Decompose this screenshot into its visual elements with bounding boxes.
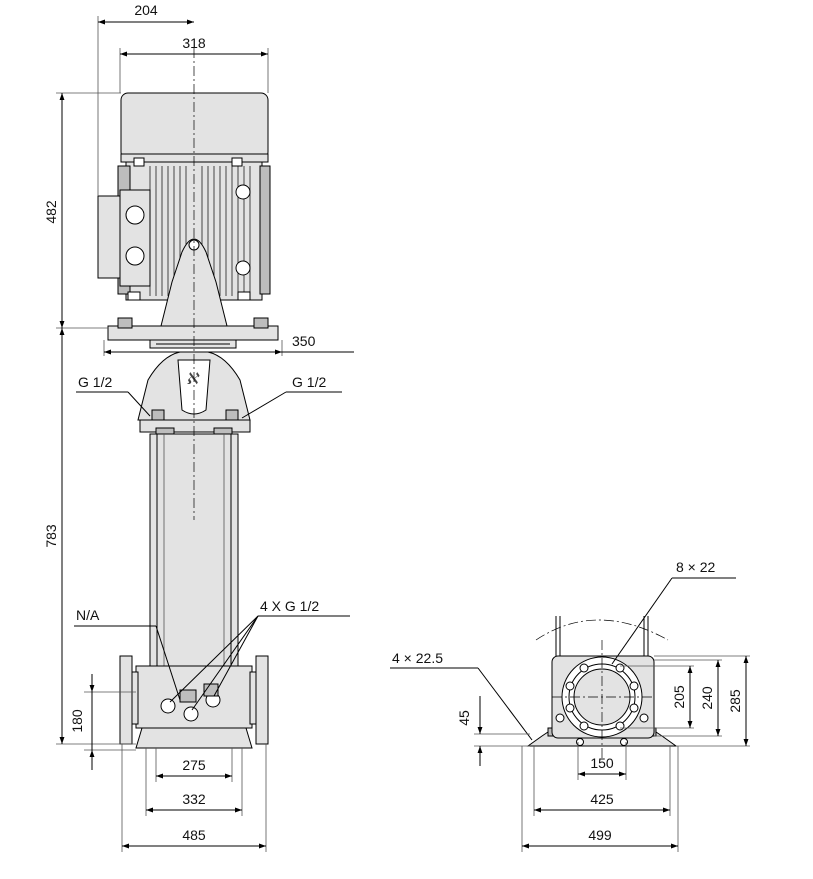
dim-332: 332 [145,748,243,816]
dim-482: 482 [43,92,121,329]
dim-318: 318 [119,35,269,93]
terminal-box [97,184,251,287]
front-view: ℵ [43,2,354,852]
dim-205-text: 205 [671,685,687,709]
dim-240-text: 240 [699,686,715,710]
na-label: N/A [76,607,100,623]
dim-204-text: 204 [134,2,158,18]
na-callout: N/A [74,607,181,701]
base-view: 8 × 22 4 × 22.5 45 205 240 [390,559,750,852]
dim-204: 204 [97,2,194,196]
dim-350-text: 350 [292,333,316,349]
dim-350: 350 [103,333,354,356]
dim-275-text: 275 [182,757,206,773]
flange-holes-label: 8 × 22 [676,559,716,575]
dim-783: 783 [43,328,136,745]
drain-plugs-callout: 4 X G 1/2 [169,598,350,711]
base-holes-callout: 4 × 22.5 [390,650,533,741]
dim-499-text: 499 [588,827,612,843]
dim-180: 180 [69,674,136,770]
motor-stool [107,238,279,349]
pump-base [119,655,269,749]
dim-318-text: 318 [182,35,206,51]
dim-425: 425 [533,746,671,816]
dim-150-text: 150 [590,755,614,771]
dim-332-text: 332 [182,791,206,807]
vent-left-label: G 1/2 [78,374,112,390]
flange-holes-callout: 8 × 22 [611,559,736,665]
pump-sleeve [149,433,239,667]
dim-482-text: 482 [43,200,59,224]
dim-180-text: 180 [69,709,85,733]
dim-285: 285 [654,655,750,747]
vent-right-callout: G 1/2 [241,374,342,419]
dim-205: 205 [620,665,694,729]
dim-485: 485 [121,744,267,852]
dim-499: 499 [521,746,679,852]
dim-783-text: 783 [43,524,59,548]
dim-150: 150 [577,742,627,780]
dim-45: 45 [456,696,530,766]
base-holes-label: 4 × 22.5 [392,650,443,666]
dim-485-text: 485 [182,827,206,843]
grundfos-logo: ℵ [186,371,200,388]
dim-285-text: 285 [727,689,743,713]
dim-240: 240 [654,659,722,737]
vent-right-label: G 1/2 [292,374,326,390]
vent-left-callout: G 1/2 [76,374,151,417]
dim-425-text: 425 [590,791,614,807]
motor-fan-cover [120,92,269,160]
dim-45-text: 45 [456,710,472,726]
drain-plugs-label: 4 X G 1/2 [260,598,319,614]
phantom-arc [535,619,669,641]
dim-275: 275 [155,748,233,782]
